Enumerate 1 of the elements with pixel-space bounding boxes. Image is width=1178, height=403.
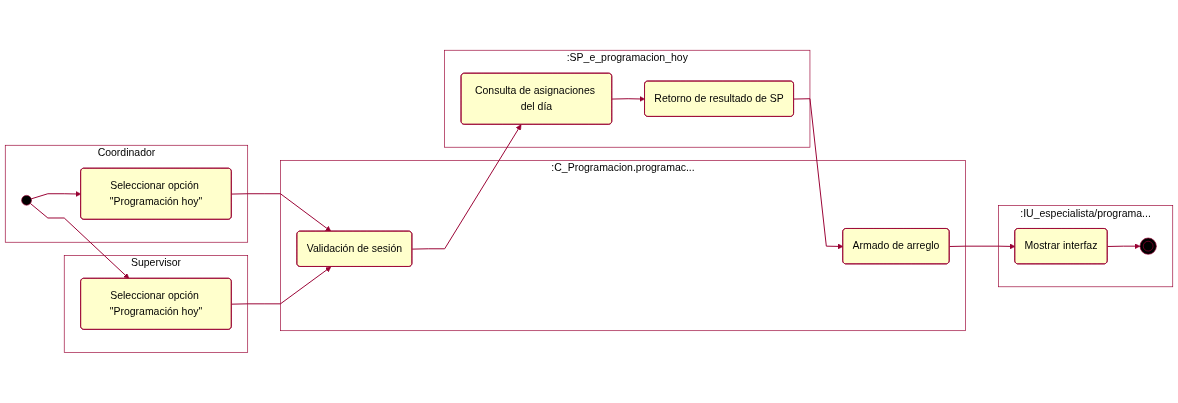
- node-circle: [21, 195, 32, 206]
